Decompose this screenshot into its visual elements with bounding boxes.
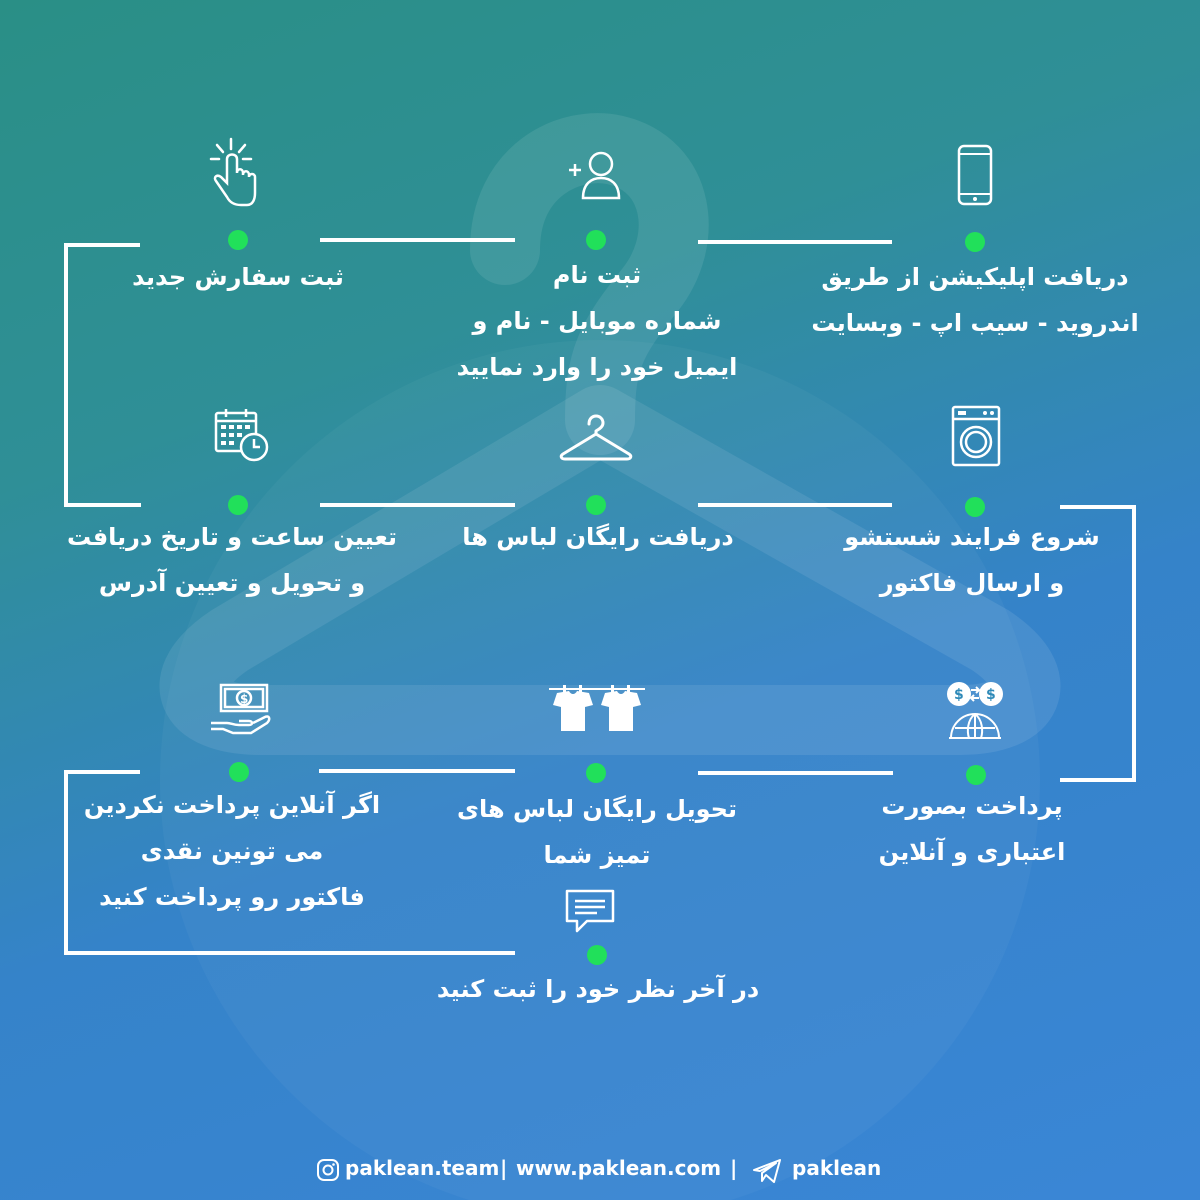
step-download-line: اندروید - سیب اپ - وبسایت — [811, 309, 1139, 337]
step-payment-line: پرداخت بصورت — [881, 792, 1063, 820]
step-dot-download — [965, 232, 985, 252]
step-dot-delivery — [586, 763, 606, 783]
step-new-order-line: ثبت سفارش جدید — [132, 263, 344, 291]
step-cash-line: می تونین نقدی — [140, 837, 324, 865]
step-download-line: دریافت اپلیکیشن از طریق — [821, 263, 1129, 291]
step-download-text: دریافت اپلیکیشن از طریق اندروید - سیب اپ… — [811, 254, 1138, 346]
clothesline-icon — [549, 685, 645, 739]
step-register-line: ایمیل خود را وارد نمایید — [456, 353, 738, 381]
footer-separator: | — [500, 1156, 508, 1180]
footer: paklean.team | www.paklean.com | paklean — [0, 1150, 1200, 1190]
smartphone-icon — [957, 144, 993, 210]
step-delivery-line: تمیز شما — [543, 841, 651, 869]
step-payment-text: پرداخت بصورت اعتباری و آنلاین — [879, 783, 1066, 875]
step-pickup-text: دریافت رایگان لباس ها — [462, 514, 733, 560]
svg-text:$: $ — [986, 687, 996, 703]
step-washing-text: شروع فرایند شستشو و ارسال فاکتور — [844, 514, 1099, 606]
step-schedule-line: تعیین ساعت و تاریخ دریافت — [67, 523, 397, 551]
step-schedule-line: و تحویل و تعیین آدرس — [98, 569, 366, 597]
telegram-link[interactable]: paklean — [792, 1156, 882, 1180]
step-dot-cash — [229, 762, 249, 782]
step-register-line: ثبت نام — [552, 261, 642, 289]
instagram-link[interactable]: paklean.team — [345, 1156, 500, 1180]
step-register-text: ثبت نام شماره موبایل - نام و ایمیل خود ر… — [457, 252, 738, 390]
step-cash-line: اگر آنلاین پرداخت نکردین — [83, 791, 381, 819]
instagram-icon — [316, 1158, 340, 1186]
step-new-order-text: ثبت سفارش جدید — [132, 254, 344, 300]
step-delivery-line: تحویل رایگان لباس های — [457, 795, 737, 823]
chat-bubble-icon — [565, 889, 615, 939]
step-washing-line: و ارسال فاکتور — [879, 569, 1065, 597]
cash-hand-icon: $ — [209, 683, 271, 741]
svg-text:$: $ — [240, 692, 248, 706]
footer-separator: | — [730, 1156, 738, 1180]
calendar-clock-icon — [214, 409, 270, 467]
step-cash-text: اگر آنلاین پرداخت نکردین می تونین نقدی ف… — [84, 782, 380, 920]
step-dot-feedback — [587, 945, 607, 965]
step-feedback-line: در آخر نظر خود را ثبت کنید — [436, 975, 760, 1003]
washing-machine-icon — [951, 405, 1001, 471]
currency-exchange-globe-icon: $$ — [945, 680, 1005, 746]
step-register-line: شماره موبایل - نام و — [472, 307, 722, 335]
step-schedule-text: تعیین ساعت و تاریخ دریافت و تحویل و تعیی… — [67, 514, 397, 606]
add-user-icon — [567, 150, 623, 204]
step-washing-line: شروع فرایند شستشو — [844, 523, 1100, 551]
tap-hand-icon — [207, 137, 259, 213]
step-dot-register — [586, 230, 606, 250]
svg-text:$: $ — [954, 687, 964, 703]
step-feedback-text: در آخر نظر خود را ثبت کنید — [437, 966, 759, 1012]
telegram-icon — [752, 1158, 782, 1188]
website-link[interactable]: www.paklean.com — [516, 1156, 722, 1180]
step-cash-line: فاکتور رو پرداخت کنید — [99, 883, 365, 911]
step-dot-new-order — [228, 230, 248, 250]
step-delivery-text: تحویل رایگان لباس های تمیز شما — [457, 786, 737, 878]
step-dot-payment — [966, 765, 986, 785]
step-dot-schedule — [228, 495, 248, 515]
step-payment-line: اعتباری و آنلاین — [878, 838, 1066, 866]
step-dot-washing — [965, 497, 985, 517]
step-dot-pickup — [586, 495, 606, 515]
hanger-icon — [559, 414, 633, 466]
step-pickup-line: دریافت رایگان لباس ها — [462, 523, 734, 551]
